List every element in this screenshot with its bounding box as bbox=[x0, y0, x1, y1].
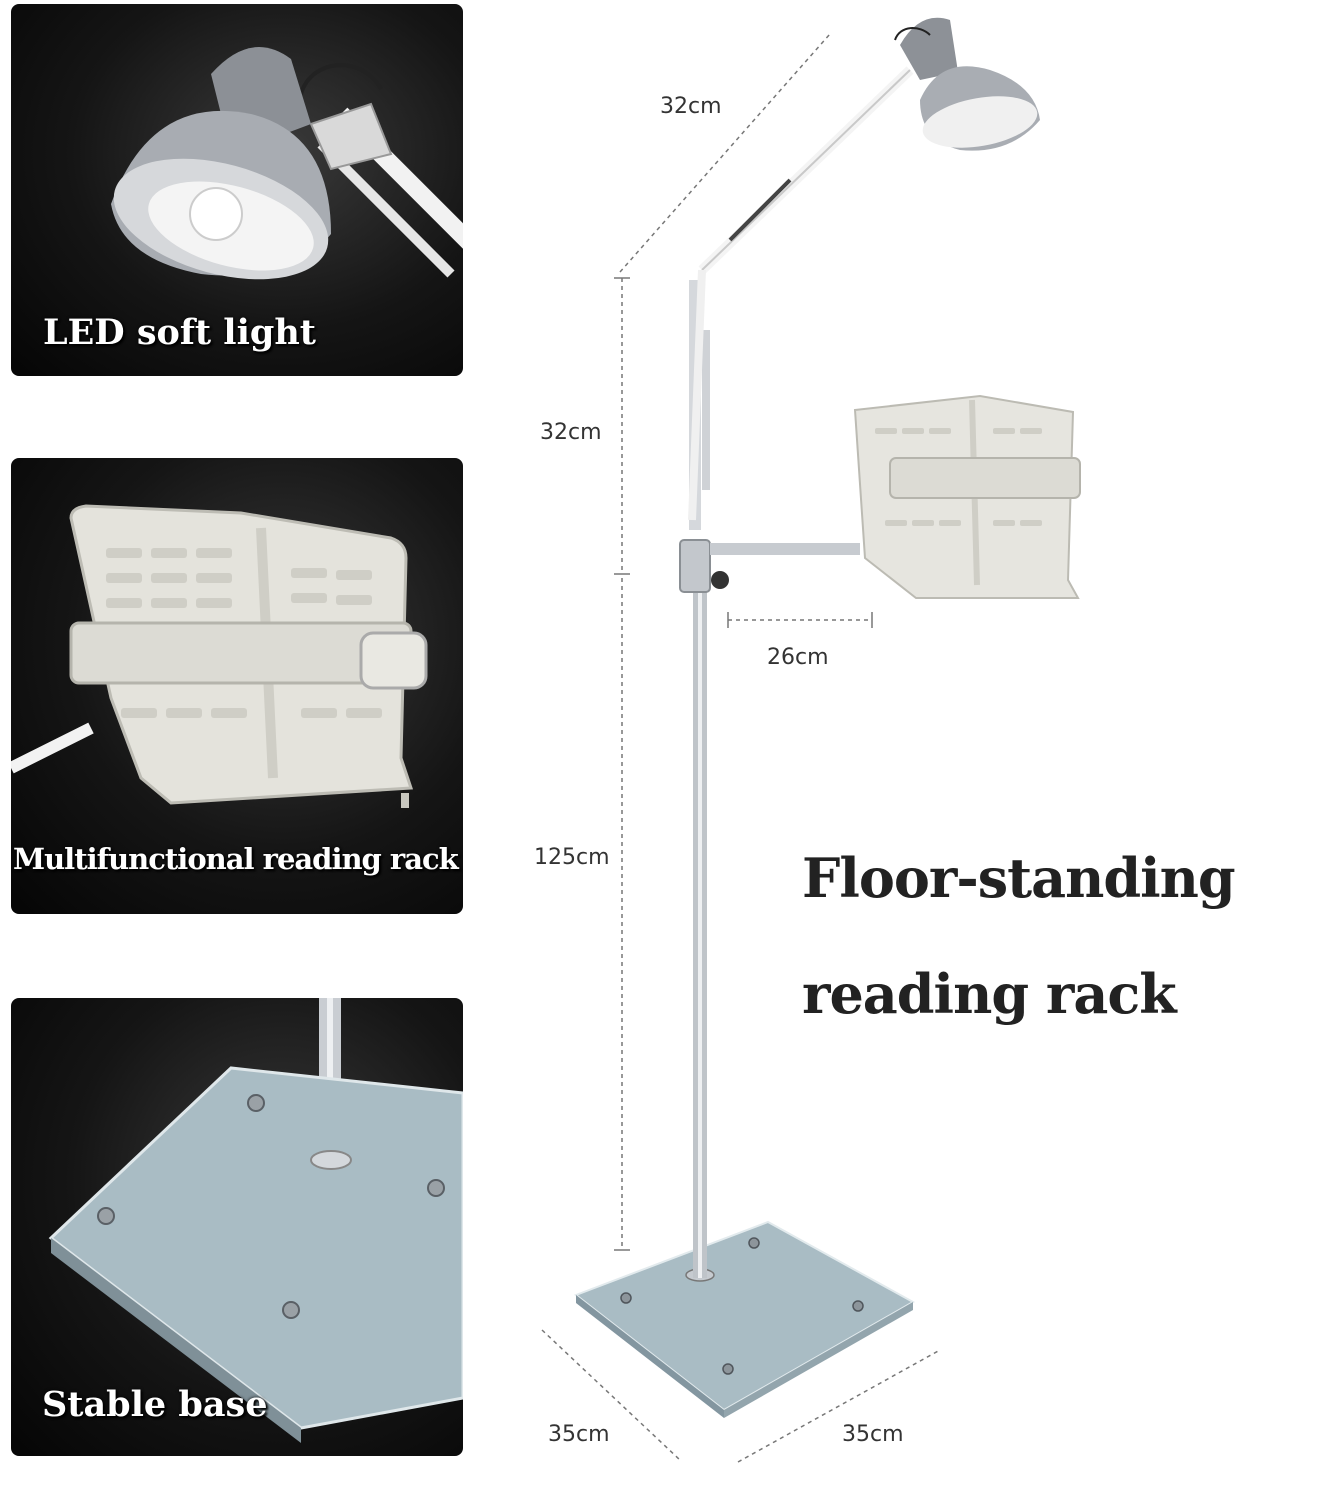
feature-panel-reading-rack: Multifunctional reading rack bbox=[11, 458, 463, 914]
glass-base-icon bbox=[48, 998, 463, 1443]
dimension-arm-top: 32cm bbox=[660, 94, 722, 119]
headline-line-2: reading rack bbox=[802, 962, 1177, 1026]
dimension-base-left: 35cm bbox=[548, 1422, 610, 1447]
panel-caption-reading-rack: Multifunctional reading rack bbox=[13, 842, 459, 876]
lamp-head-icon bbox=[111, 47, 463, 280]
floor-lamp-reading-rack-illustration bbox=[541, 17, 1081, 1463]
dimension-base-right: 35cm bbox=[842, 1422, 904, 1447]
panel-caption-led-light: LED soft light bbox=[43, 312, 316, 353]
book-holder-icon bbox=[11, 504, 428, 808]
dimension-rack-arm: 26cm bbox=[767, 645, 829, 670]
dimension-arm-mid: 32cm bbox=[540, 420, 602, 445]
dimension-pole-height: 125cm bbox=[534, 845, 610, 870]
headline: Floor-standing reading rack bbox=[802, 820, 1302, 1052]
feature-panel-led-light: LED soft light bbox=[11, 4, 463, 376]
panel-caption-stable-base: Stable base bbox=[42, 1384, 268, 1425]
feature-panel-stable-base: Stable base bbox=[11, 998, 463, 1456]
headline-line-1: Floor-standing bbox=[802, 846, 1236, 910]
